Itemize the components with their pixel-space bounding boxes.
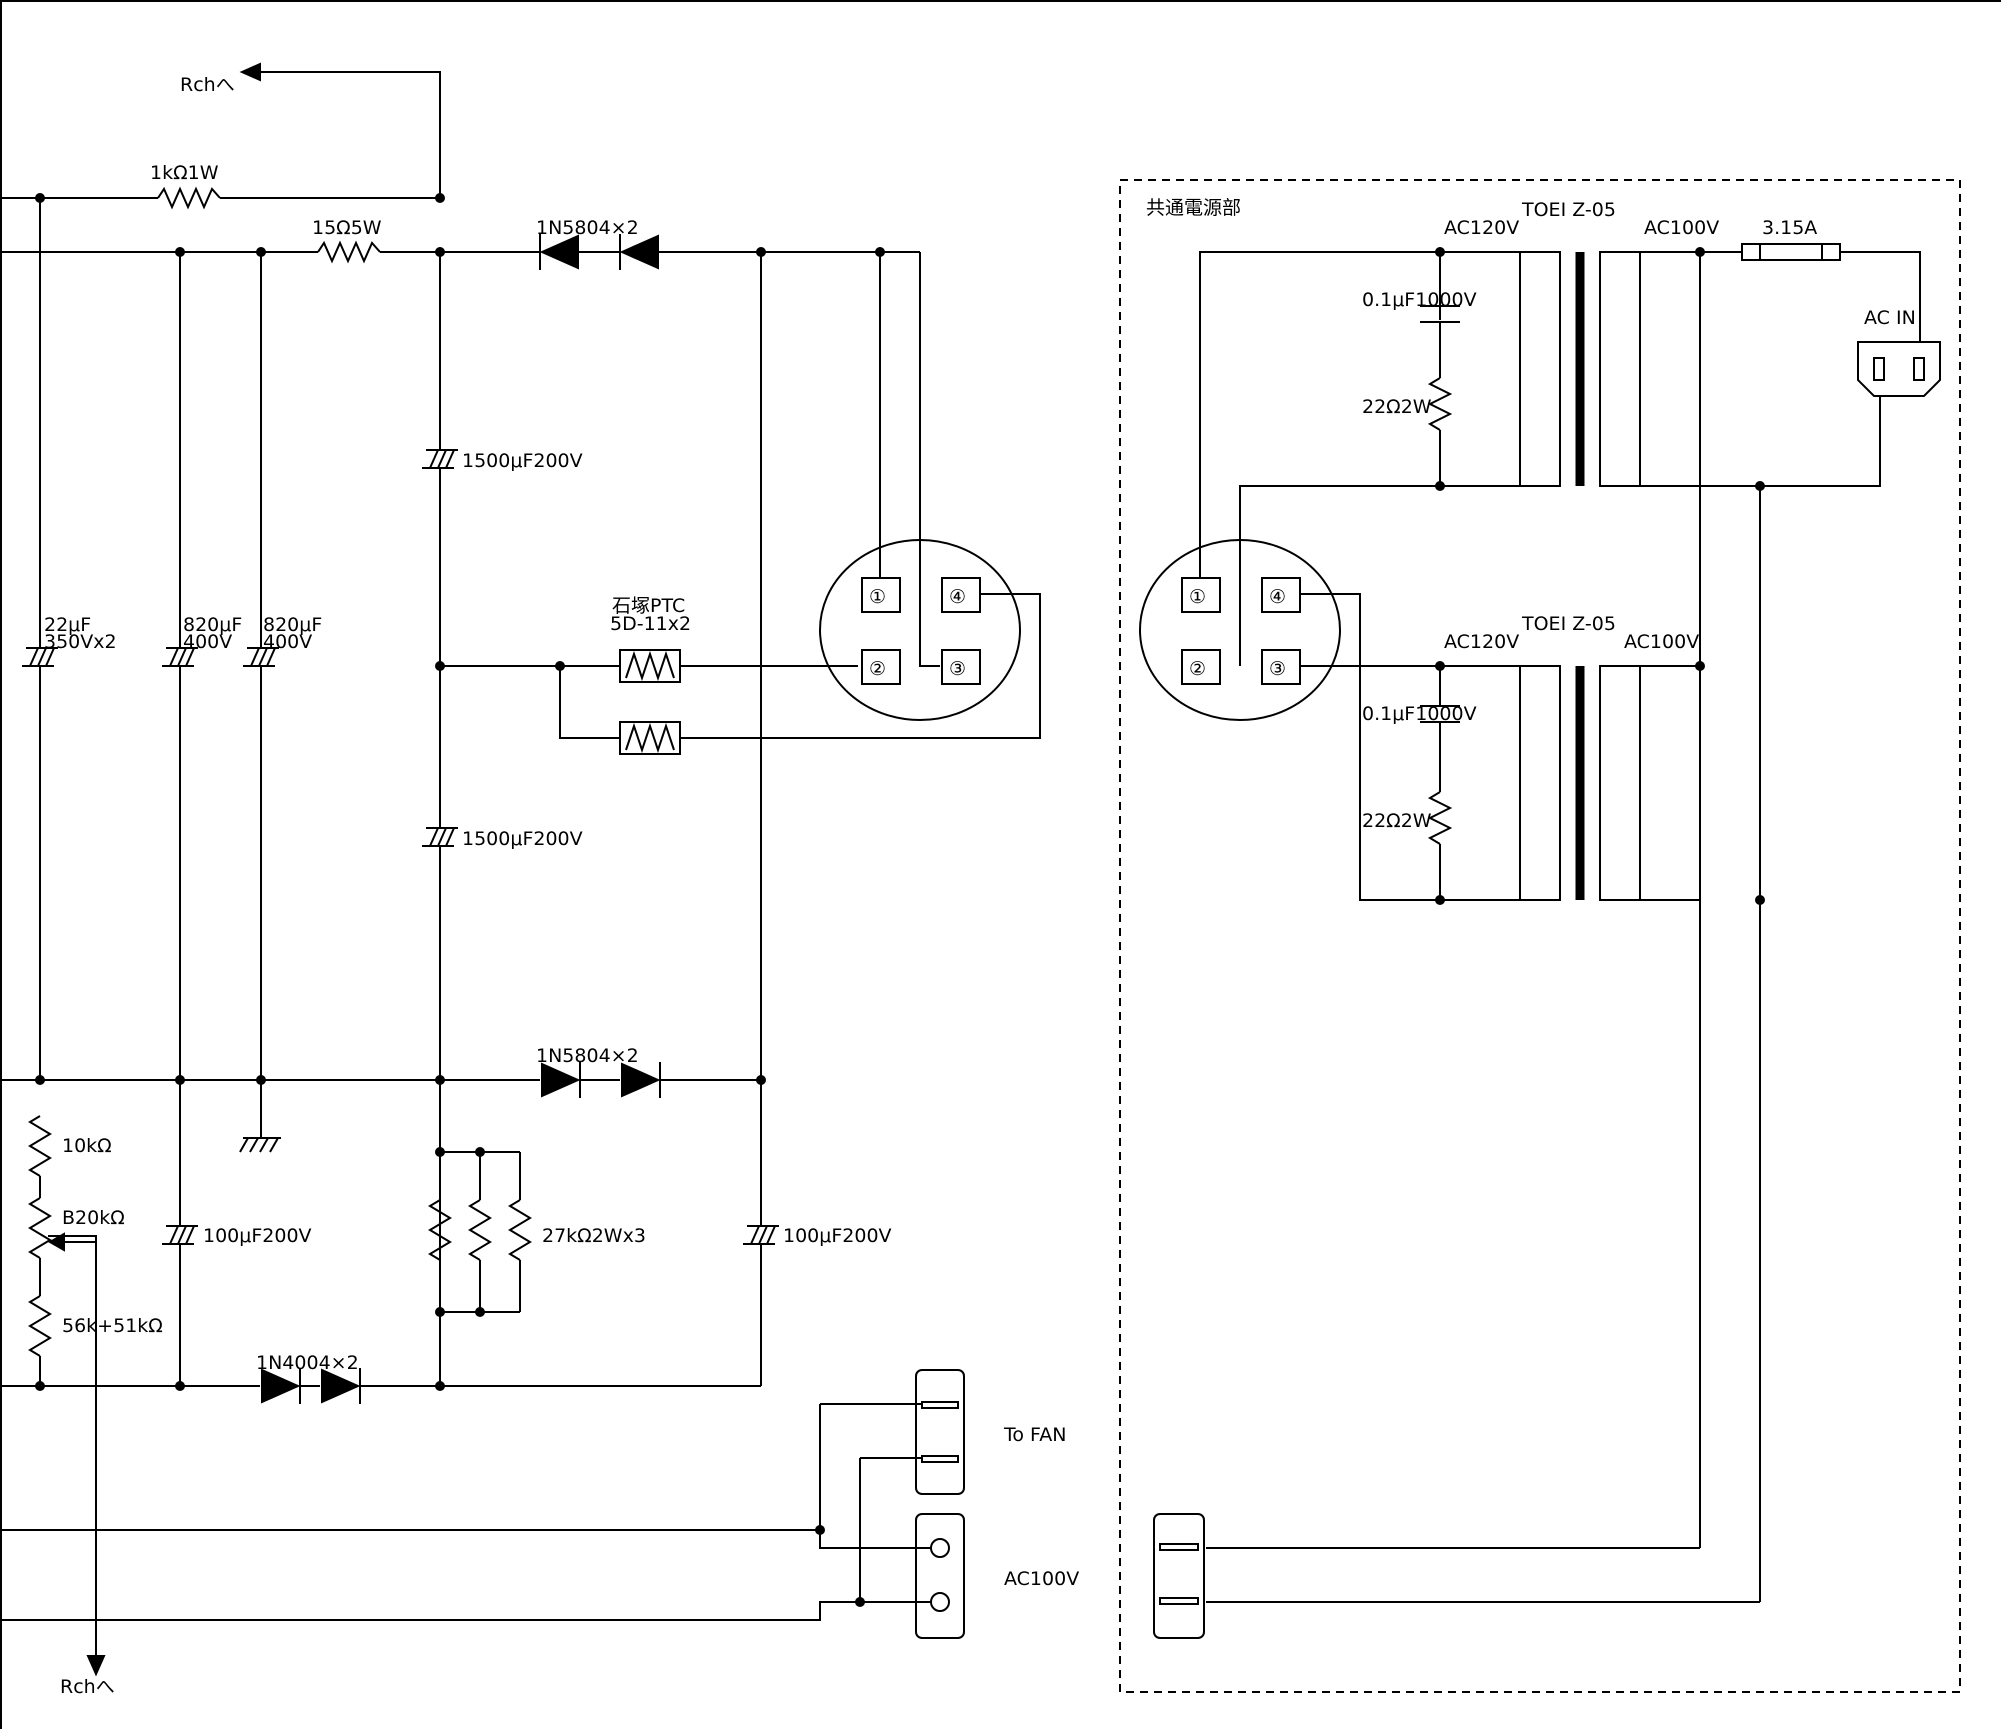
- cap-100a-label: 100μF200V: [203, 1225, 312, 1247]
- conn-right-pin3: ③: [1269, 658, 1286, 680]
- ac120v-top-label: AC120V: [1444, 217, 1519, 239]
- rail-middle: [0, 1062, 761, 1098]
- fuse: [1700, 243, 1921, 342]
- cap-820uF-a: [162, 647, 198, 667]
- ac100v-bot-label: AC100V: [1624, 631, 1699, 653]
- rch-bottom-label: Rchへ: [60, 1676, 115, 1698]
- cap-820a-label1: 820μF: [183, 614, 242, 636]
- rch-top-label: Rchへ: [180, 74, 235, 96]
- diode-bot-1: [261, 1368, 301, 1404]
- diode-mid-1: [541, 1062, 581, 1098]
- cap-22-label2: 350Vx2: [44, 631, 117, 653]
- common-section-label: 共通電源部: [1146, 197, 1241, 219]
- diode-top-2: [619, 234, 659, 270]
- trans-bot-label: TOEI Z-05: [1521, 613, 1616, 635]
- transformer-top: [1519, 251, 1701, 487]
- cap-1500a-label: 1500μF200V: [462, 450, 583, 472]
- rail-second-15: [0, 234, 920, 270]
- r-27k-label: 27kΩ2Wx3: [542, 1225, 646, 1247]
- ac-in-label: AC IN: [1864, 307, 1916, 329]
- diode-top-1: [539, 234, 579, 270]
- resistor-chain: [28, 1115, 52, 1386]
- ac-inlet: [1700, 341, 1941, 487]
- vr-wiper-arrow: [47, 1232, 97, 1252]
- conn-left-pin2: ②: [869, 658, 886, 680]
- ac100v-out-label: AC100V: [1004, 1568, 1079, 1590]
- rch-top-arrow: [239, 62, 441, 198]
- cap-22-label1: 22μF: [44, 614, 91, 636]
- conn-left-pin3: ③: [949, 658, 966, 680]
- cap-1500uF-a: [422, 449, 458, 469]
- cap-820uF-b: [243, 647, 279, 667]
- cap-100uF-a: [162, 1225, 198, 1245]
- outlet-wiring: [0, 1403, 931, 1621]
- cap-1500uF-b: [422, 827, 458, 847]
- ground-symbol: [239, 1137, 281, 1153]
- conn-right-pin1: ①: [1189, 586, 1206, 608]
- cap-820a-label2: 400V: [183, 631, 232, 653]
- cap-100uF-b: [743, 1225, 779, 1245]
- fan-outlet: [915, 1369, 965, 1495]
- r-22-top-label: 22Ω2W: [1362, 396, 1432, 418]
- r-15-label: 15Ω5W: [312, 217, 382, 239]
- ac100v-top-label: AC100V: [1644, 217, 1719, 239]
- cap-820b-label1: 820μF: [263, 614, 322, 636]
- junction-dots: [35, 193, 1765, 1607]
- fuse-label: 3.15A: [1762, 217, 1817, 239]
- diode-mid-2: [621, 1062, 661, 1098]
- to-fan-label: To FAN: [1003, 1424, 1066, 1446]
- diode-bot-2: [321, 1368, 361, 1404]
- trans-top-label: TOEI Z-05: [1521, 199, 1616, 221]
- secondary-bus: [1206, 252, 1761, 1603]
- left-verticals: [39, 198, 762, 1386]
- r-1k-label: 1kΩ1W: [150, 162, 219, 184]
- connector-left: [819, 252, 1021, 721]
- r-10k-label: 10kΩ: [62, 1135, 112, 1157]
- vr-b20k-label: B20kΩ: [62, 1207, 125, 1229]
- ptc-label2: 5D-11x2: [610, 613, 691, 635]
- diode-mid-label: 1N5804×2: [536, 1045, 639, 1067]
- rch-bottom-arrow: [48, 1235, 106, 1677]
- rail-top-1k: [0, 186, 440, 210]
- conn-right-pin2: ②: [1189, 658, 1206, 680]
- cap-820b-label2: 400V: [263, 631, 312, 653]
- ptc-branch: [440, 593, 1041, 755]
- transformer-bottom: [1519, 665, 1701, 901]
- connector-right: [1139, 539, 1341, 721]
- ac120v-bot-label: AC120V: [1444, 631, 1519, 653]
- cap-100b-label: 100μF200V: [783, 1225, 892, 1247]
- conn-left-pin4: ④: [949, 586, 966, 608]
- cap-1500b-label: 1500μF200V: [462, 828, 583, 850]
- diode-bot-label: 1N4004×2: [256, 1352, 359, 1374]
- diode-top-label: 1N5804×2: [536, 217, 639, 239]
- conn-right-pin4: ④: [1269, 586, 1286, 608]
- right-outlet: [1153, 1513, 1205, 1639]
- r-56k-label: 56k+51kΩ: [62, 1315, 163, 1337]
- ptc-label1: 石塚PTC: [612, 595, 685, 617]
- rail-bottom: [0, 1368, 761, 1404]
- cap-22uF: [22, 647, 58, 667]
- conn-left-pin1: ①: [869, 586, 886, 608]
- common-section-border: [1119, 179, 1961, 1693]
- cap-01-bot-label: 0.1μF1000V: [1362, 703, 1477, 725]
- ac100v-outlet: [915, 1513, 965, 1639]
- top-primary-wiring: [1199, 251, 1520, 666]
- resistors-27k: [428, 1151, 532, 1313]
- cap-01-top-label: 0.1μF1000V: [1362, 289, 1477, 311]
- r-22-bot-label: 22Ω2W: [1362, 810, 1432, 832]
